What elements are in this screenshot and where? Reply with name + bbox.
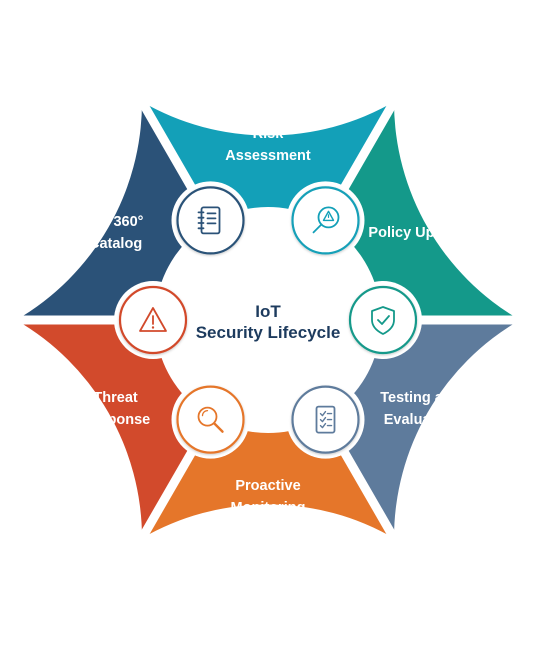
segment-label-threat-line2: Response — [81, 412, 150, 428]
node-ring — [348, 285, 418, 355]
magnifier-icon — [197, 406, 224, 433]
segment-label-monitoring-line2: Monitoring — [231, 500, 306, 516]
segment-label-testing-line1: Testing and — [380, 390, 460, 406]
node-catalog — [171, 181, 250, 260]
segment-label-threat-line1: Threat — [93, 390, 137, 406]
warning-icon — [139, 307, 167, 332]
node-monitoring — [171, 380, 250, 459]
segment-threat — [16, 320, 212, 539]
segment-label-testing-line2: Evaluation — [384, 412, 457, 428]
segment-catalog — [16, 101, 212, 320]
risk-search-icon — [312, 206, 340, 234]
segment-label-monitoring-line1: Proactive — [235, 478, 300, 494]
segment-testing — [324, 320, 520, 539]
center-title-line2: Security Lifecycle — [196, 323, 341, 342]
checklist-icon — [315, 405, 336, 434]
node-ring — [176, 186, 245, 255]
node-testing — [286, 380, 365, 459]
segment-label-risk-line1: Risk — [253, 126, 285, 142]
segment-label-policy: Policy Updates — [368, 225, 472, 241]
node-risk — [286, 181, 365, 260]
node-ring — [291, 385, 360, 454]
shield-check-icon — [371, 306, 395, 335]
center-title-line1: IoT — [255, 302, 281, 321]
notebook-icon — [197, 206, 221, 235]
node-policy — [344, 281, 422, 359]
center-hub — [155, 207, 381, 433]
segment-policy — [324, 101, 520, 320]
segment-label-risk-line2: Assessment — [225, 148, 311, 164]
node-threat — [114, 281, 192, 359]
node-ring — [176, 385, 245, 454]
segment-label-catalog-line2: Catalog — [89, 236, 142, 252]
segment-label-catalog-line1: IoT 360° — [88, 214, 144, 230]
